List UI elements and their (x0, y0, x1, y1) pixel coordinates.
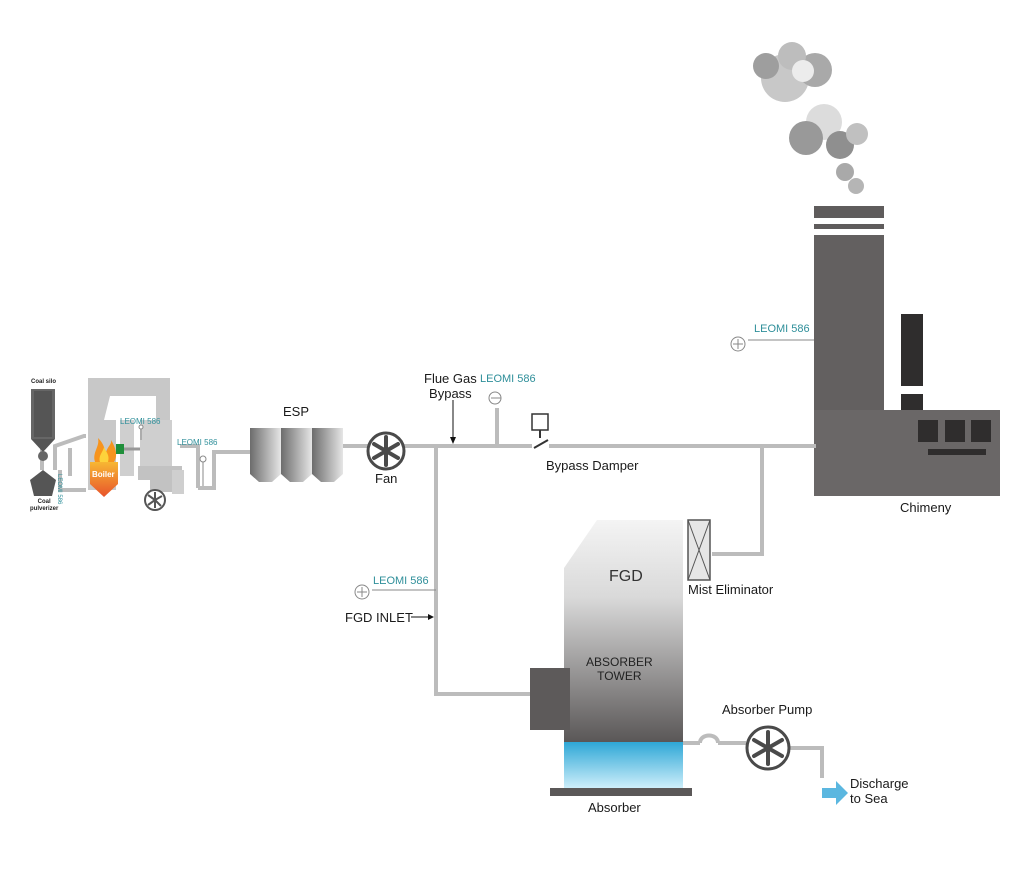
flame-icon (94, 438, 117, 462)
mist-eliminator-label: Mist Eliminator (688, 582, 774, 597)
fgd-inlet-label: FGD INLET (345, 610, 413, 625)
absorber-tower-label: ABSORBER TOWER (586, 655, 653, 683)
fan-icon (366, 431, 406, 471)
esp-label: ESP (283, 404, 310, 419)
sensor-icon (138, 336, 814, 600)
coal-silo (31, 389, 55, 461)
smoke-icon (753, 42, 868, 194)
coal-pulverizer (30, 470, 56, 496)
coal-pulverizer-label: Coal pulverizer (30, 499, 59, 512)
sensor-label-fgd-inlet: LEOMI 586 (373, 575, 429, 587)
boiler-label: Boiler (92, 470, 115, 479)
chimney (814, 206, 1000, 496)
flue-gas-bypass-arrow (450, 400, 456, 444)
absorber-pump-label: Absorber Pump (722, 702, 813, 717)
sensor-label-pulverizer: LEOMI 586 (56, 474, 62, 505)
discharge-to-sea-label: Discharge to Sea (850, 776, 909, 806)
bypass-damper (531, 413, 549, 449)
pipes (40, 408, 824, 778)
sensor-label-boiler-top: LEOMI 586 (120, 417, 161, 426)
pump-icon (745, 725, 791, 771)
discharge-arrow-icon (822, 781, 848, 805)
absorber-label: Absorber (588, 800, 641, 815)
sensor-label-chimney: LEOMI 586 (754, 323, 810, 335)
sensor-label-bypass: LEOMI 586 (480, 373, 536, 385)
chimney-label: Chimeny (900, 500, 952, 515)
boiler (88, 378, 184, 497)
flue-gas-bypass-label: Flue Gas Bypass (424, 371, 477, 401)
fan-icon (144, 489, 166, 511)
fgd-inlet-arrow (411, 614, 434, 620)
sensor-label-boiler-outlet: LEOMI 586 (177, 438, 218, 447)
bypass-damper-label: Bypass Damper (546, 458, 639, 473)
fan-label: Fan (375, 471, 398, 486)
absorber-tower (530, 520, 692, 796)
mist-eliminator (687, 519, 711, 581)
coal-silo-label: Coal silo (31, 379, 57, 385)
fgd-label: FGD (609, 568, 643, 585)
esp (250, 428, 343, 482)
